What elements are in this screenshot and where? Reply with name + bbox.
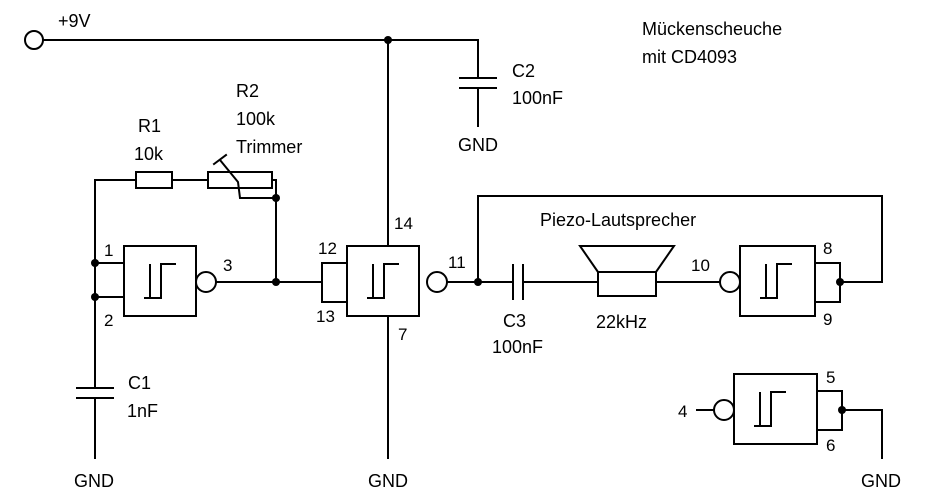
pin-number: 1: [104, 241, 113, 260]
schmitt-symbol: [754, 391, 786, 427]
pin-number: 4: [678, 402, 687, 421]
gate3-output-bubble: [719, 271, 741, 293]
piezo-name: Piezo-Lautsprecher: [540, 210, 696, 230]
c1-value: 1nF: [127, 401, 158, 421]
r1-resistor: [135, 171, 173, 189]
pin-number: 11: [448, 253, 466, 272]
junction-dot: [272, 194, 280, 202]
r2-wiper: [218, 158, 277, 199]
r1-name: R1: [138, 116, 161, 136]
junction-dot: [836, 278, 844, 286]
schmitt-symbol: [367, 263, 399, 299]
pin-number: 5: [826, 368, 835, 387]
piezo-body: [597, 271, 657, 297]
supply-label: +9V: [58, 11, 91, 31]
title-line1: Mückenscheuche: [642, 19, 782, 39]
junction-dot: [272, 278, 280, 286]
piezo-value: 22kHz: [596, 312, 647, 332]
gnd-label: GND: [368, 471, 408, 491]
c2-name: C2: [512, 61, 535, 81]
r2-wiper-tick: [212, 153, 228, 166]
piezo-cone: [578, 245, 676, 273]
pin-number: 2: [104, 311, 113, 330]
c3-value: 100nF: [492, 337, 543, 357]
gate4-body: [733, 373, 818, 445]
gate2-output-bubble: [426, 271, 448, 293]
supply-terminal: [24, 30, 44, 50]
c2-value: 100nF: [512, 88, 563, 108]
gnd-label: GND: [458, 135, 498, 155]
pin-number: 9: [823, 310, 832, 329]
gnd-label: GND: [74, 471, 114, 491]
gate1-output-bubble: [195, 271, 217, 293]
junction-dot: [91, 293, 99, 301]
pin-number: 7: [398, 325, 407, 344]
schmitt-symbol: [144, 263, 176, 299]
title-line2: mit CD4093: [642, 47, 737, 67]
r2-name: R2: [236, 81, 259, 101]
pin-number: 13: [316, 307, 335, 326]
pin-number: 8: [823, 239, 832, 258]
pin-number: 10: [691, 256, 710, 275]
c1-name: C1: [128, 373, 151, 393]
r2-value: 100k: [236, 109, 276, 129]
c3-name: C3: [503, 311, 526, 331]
pin-number: 3: [223, 256, 232, 275]
pin-number: 14: [394, 214, 413, 233]
gate4-output-bubble: [713, 399, 735, 421]
r2-trimmer: [207, 171, 273, 189]
gnd-label: GND: [861, 471, 901, 491]
schmitt-symbol: [760, 263, 792, 299]
pin-number: 12: [318, 239, 337, 258]
r2-note: Trimmer: [236, 137, 302, 157]
junction-dot: [91, 259, 99, 267]
r1-value: 10k: [134, 144, 164, 164]
pin-number: 6: [826, 436, 835, 455]
